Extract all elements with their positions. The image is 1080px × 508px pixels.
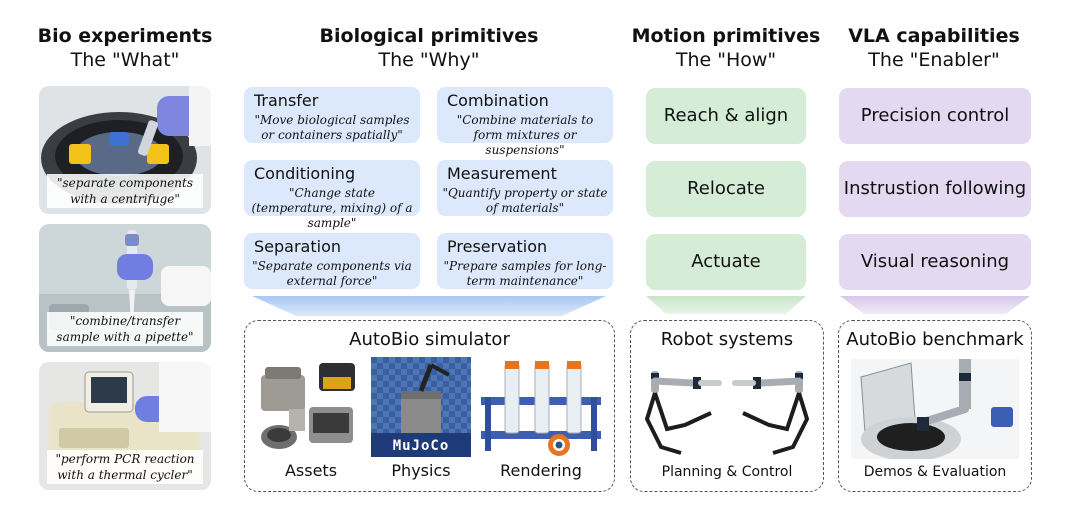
experiment-caption: "combine/transfer sample with a pipette" bbox=[47, 312, 203, 346]
vla-instruction-following: Instrustion following bbox=[839, 161, 1031, 217]
assets-illustration bbox=[261, 363, 355, 449]
thermal-cycler-photo: "perform PCR reaction with a thermal cyc… bbox=[39, 362, 211, 490]
primitive-description: "Prepare samples for long-term maintenan… bbox=[443, 259, 607, 288]
bio-column-title: Bio experiments bbox=[37, 25, 213, 47]
simulator-assets-label: Assets bbox=[284, 461, 338, 480]
physics-scene bbox=[371, 357, 471, 457]
physics-illustration: MuJoCo bbox=[371, 357, 471, 457]
benchmark-scene-illustration bbox=[851, 359, 1019, 459]
primitive-preservation: Preservation "Prepare samples for long-t… bbox=[437, 233, 613, 289]
primitive-conditioning: Conditioning "Change state (temperature,… bbox=[244, 160, 420, 230]
primitive-description: "Separate components via external force" bbox=[252, 259, 412, 288]
vla-column-title: VLA capabilities bbox=[848, 25, 1020, 47]
primitive-description: "Quantify property or state of materials… bbox=[442, 186, 608, 215]
motion-reach-align: Reach & align bbox=[646, 88, 806, 144]
motion-actuate: Actuate bbox=[646, 234, 806, 290]
primitive-title: Combination bbox=[447, 91, 549, 110]
dual-arm-robot-illustration bbox=[644, 371, 810, 455]
benchmark-title: AutoBio benchmark bbox=[846, 329, 1024, 350]
bio-column-subtitle: The "What" bbox=[70, 49, 180, 71]
primitive-title: Transfer bbox=[254, 91, 319, 110]
robot-systems-title: Robot systems bbox=[660, 329, 794, 350]
primitive-description: "Combine materials to form mixtures or s… bbox=[456, 113, 594, 157]
primitive-description: "Move biological samples or containers s… bbox=[254, 113, 410, 142]
funnel-green bbox=[646, 296, 806, 314]
autobio-benchmark-box: AutoBio benchmark Demos & Evaluation bbox=[838, 320, 1032, 492]
bioprim-column-title: Biological primitives bbox=[319, 25, 539, 47]
funnel-blue bbox=[252, 296, 606, 316]
primitive-title: Preservation bbox=[447, 237, 548, 256]
primitive-separation: Separation "Separate components via exte… bbox=[244, 233, 420, 289]
demos-evaluation-label: Demos & Evaluation bbox=[863, 464, 1007, 480]
motion-column-title: Motion primitives bbox=[631, 25, 821, 47]
centrifuge-photo: "separate components with a centrifuge" bbox=[39, 86, 211, 214]
robot-systems-box: Robot systems Planning & Control bbox=[630, 320, 824, 492]
pipette-photo: "combine/transfer sample with a pipette" bbox=[39, 224, 211, 352]
motion-column-subtitle: The "How" bbox=[675, 49, 777, 71]
primitive-title: Separation bbox=[254, 237, 341, 256]
simulator-rendering-label: Rendering bbox=[500, 461, 582, 480]
primitive-description: "Change state (temperature, mixing) of a… bbox=[251, 186, 413, 230]
primitive-transfer: Transfer "Move biological samples or con… bbox=[244, 87, 420, 143]
vla-visual-reasoning: Visual reasoning bbox=[839, 234, 1031, 290]
vla-precision-control: Precision control bbox=[839, 88, 1031, 144]
motion-relocate: Relocate bbox=[646, 161, 806, 217]
funnel-purple bbox=[840, 296, 1030, 314]
rendering-illustration bbox=[481, 361, 601, 456]
mujoco-logo: MuJoCo bbox=[392, 438, 450, 454]
primitive-title: Measurement bbox=[447, 164, 557, 183]
experiment-caption: "separate components with a centrifuge" bbox=[47, 174, 203, 208]
bioprim-column-subtitle: The "Why" bbox=[378, 49, 480, 71]
planning-control-label: Planning & Control bbox=[661, 464, 793, 480]
simulator-physics-label: Physics bbox=[391, 461, 451, 480]
experiment-caption: "perform PCR reaction with a thermal cyc… bbox=[47, 450, 203, 484]
primitive-combination: Combination "Combine materials to form m… bbox=[437, 87, 613, 157]
vla-column-subtitle: The "Enabler" bbox=[868, 49, 1000, 71]
primitive-measurement: Measurement "Quantify property or state … bbox=[437, 160, 613, 216]
primitive-title: Conditioning bbox=[254, 164, 356, 183]
funnel-connectors bbox=[252, 296, 1030, 316]
autobio-simulator-box: AutoBio simulator Assets MuJoCo Physic bbox=[244, 320, 615, 492]
simulator-title: AutoBio simulator bbox=[349, 329, 510, 350]
